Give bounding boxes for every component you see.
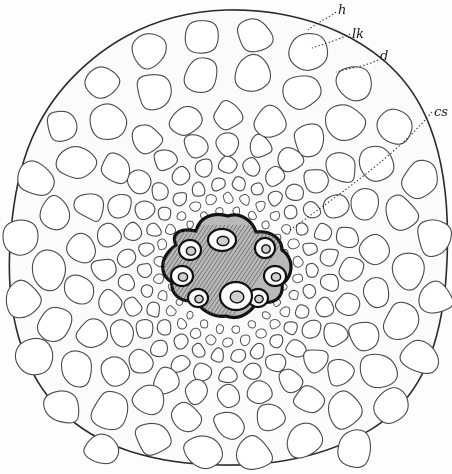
cortex-cell [190, 202, 201, 211]
cortex-cell [240, 335, 249, 346]
cortex-cell [136, 320, 153, 339]
cortex-cell [137, 264, 151, 278]
cortex-cell [187, 311, 193, 319]
cortex-cell [288, 239, 299, 249]
cortex-cell [108, 194, 131, 218]
cortex-cell [3, 220, 38, 255]
vessel-lumen [178, 273, 187, 281]
cortex-cell [289, 290, 298, 299]
cortex-cell [233, 207, 240, 214]
cortex-cell [289, 34, 328, 71]
label-lk: lk [352, 27, 364, 42]
cortex-cell [280, 307, 290, 317]
cortex-cell [232, 177, 245, 191]
cortex-cell [265, 354, 285, 372]
cortex-cell [304, 170, 328, 193]
cortex-cell [256, 329, 266, 338]
cortex-cell [351, 189, 379, 221]
vessel-lumen [262, 245, 270, 253]
cortex-cell [158, 239, 167, 250]
label-h: h [338, 3, 346, 18]
vessel-lumen [271, 273, 280, 281]
cortex-cell [270, 211, 279, 220]
vessel-lumen [255, 295, 263, 303]
cortex-cell [177, 212, 186, 221]
cortex-cell [194, 363, 212, 381]
cortex-cell [232, 326, 240, 333]
cortex-cell [286, 184, 304, 200]
cortex-cell [173, 193, 186, 206]
cortex-cell [44, 391, 79, 423]
cortex-cell [195, 159, 212, 177]
vessel-lumen [217, 236, 229, 245]
cortex-cell [295, 305, 308, 318]
cortex-cell [270, 335, 283, 348]
cortex-cell [158, 207, 170, 220]
cortex-cell [251, 183, 263, 195]
cortex-cell [141, 285, 153, 297]
cortex-cell [336, 227, 358, 247]
cortex-cell [284, 205, 297, 219]
cortex-cell [147, 302, 159, 317]
cortex-cell [47, 111, 77, 141]
cortex-cell [231, 349, 246, 362]
cortex-cell [152, 183, 168, 200]
cortex-cell [15, 338, 52, 374]
cortex-cell [294, 124, 323, 157]
cortex-cell [306, 263, 318, 277]
cortex-cell [190, 328, 201, 338]
cortex-cell [200, 320, 207, 328]
cortex-cell [293, 274, 303, 283]
vessel-lumen [230, 291, 243, 303]
cortex-cell [137, 75, 171, 110]
cortex-cell [216, 325, 223, 334]
cortex-cell [262, 221, 269, 229]
cortex-cell [248, 321, 256, 328]
vessel-lumen [186, 247, 195, 255]
vessel-lumen [195, 295, 203, 303]
cortex-cell [296, 223, 308, 235]
cortex-cell [187, 221, 193, 228]
label-cs: cs [434, 105, 448, 120]
cortex-cell [157, 320, 171, 335]
label-d: d [380, 49, 388, 64]
cortex-cell [185, 21, 218, 54]
